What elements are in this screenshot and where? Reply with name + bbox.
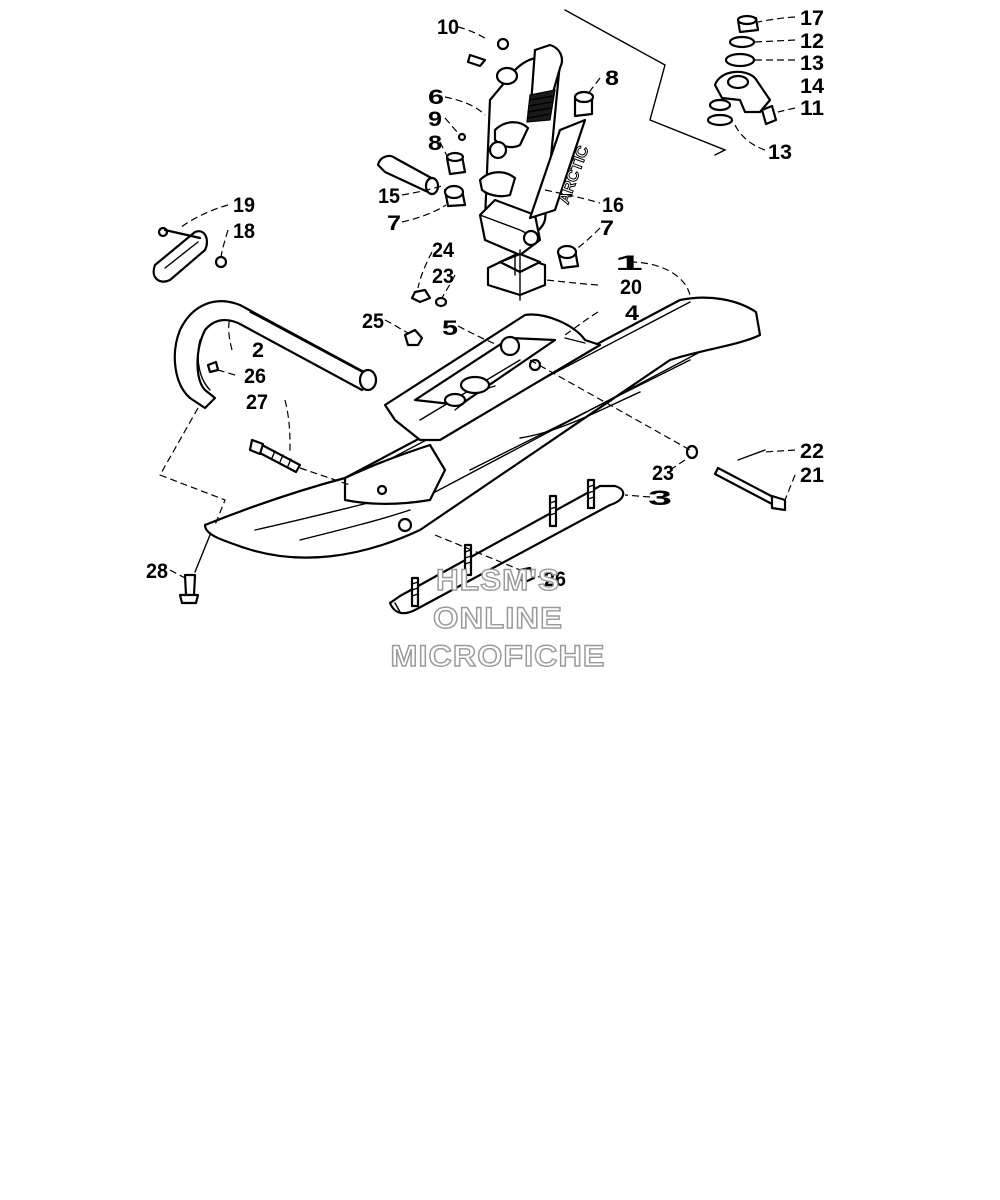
washer-13-lower <box>706 113 734 127</box>
ski-saddle <box>383 313 602 442</box>
assembly-lines <box>159 9 727 573</box>
callout-22: 22 <box>800 440 824 463</box>
callout-5: 5 <box>442 317 458 340</box>
callout-10: 10 <box>437 16 459 39</box>
callout-17: 17 <box>800 7 824 30</box>
bushing-8-upper <box>573 90 595 118</box>
callout-12: 12 <box>800 30 824 53</box>
watermark-line-2: ONLINE <box>433 602 563 635</box>
spindle <box>478 43 564 257</box>
callout-13-upper: 13 <box>800 52 824 75</box>
callout-7-left: 7 <box>387 212 401 235</box>
bracket <box>152 226 228 283</box>
callout-6: 6 <box>428 86 444 109</box>
nut-26-lower <box>516 566 536 584</box>
watermark-line-3: MICROFICHE <box>391 640 606 673</box>
callout-14: 14 <box>800 75 824 98</box>
callout-8-lower: 8 <box>428 132 442 155</box>
callout-27: 27 <box>246 391 268 414</box>
callout-25: 25 <box>362 310 384 333</box>
nut-25 <box>403 328 424 347</box>
bolt-27 <box>248 438 302 474</box>
bolt-21 <box>713 466 787 512</box>
callout-2: 2 <box>252 339 264 362</box>
bushing-7-right <box>556 244 580 270</box>
callout-15: 15 <box>378 185 400 208</box>
callout-21: 21 <box>800 464 824 487</box>
washer-23-lower <box>685 444 699 460</box>
callout-1: 1 <box>615 252 644 275</box>
steering-arm-14 <box>713 70 772 114</box>
stopper-block-20 <box>486 252 547 297</box>
grease-fitting-9 <box>457 132 467 142</box>
callout-26-lower: 26 <box>544 568 566 591</box>
callout-23-lower: 23 <box>652 462 674 485</box>
callout-numbers: 1 2 3 4 5 6 7 7 8 8 9 10 11 12 13 13 14 … <box>146 7 824 591</box>
callout-3: 3 <box>648 487 672 510</box>
ski-loop <box>173 300 378 410</box>
bolt-11 <box>760 104 778 126</box>
nut-24 <box>410 288 432 304</box>
callout-19: 19 <box>233 194 255 217</box>
wear-bar <box>388 478 625 615</box>
ski-body <box>203 296 762 559</box>
callout-7-right: 7 <box>600 217 614 240</box>
callout-4: 4 <box>625 302 639 325</box>
callout-20: 20 <box>620 276 642 299</box>
bolt-28 <box>178 573 200 605</box>
callout-9: 9 <box>428 108 442 131</box>
watermark: HLSM'S ONLINE MICROFICHE <box>390 563 606 673</box>
callout-13-lower: 13 <box>768 141 792 164</box>
washer-23-upper <box>434 296 448 308</box>
washer-13-mid <box>708 98 732 112</box>
callout-28: 28 <box>146 560 168 583</box>
washer-12 <box>728 35 756 49</box>
callout-26-upper: 26 <box>244 365 266 388</box>
washer-13-upper <box>724 52 756 68</box>
callout-16: 16 <box>602 194 624 217</box>
leader-lines <box>169 16 796 579</box>
watermark-line-1: HLSM'S <box>436 564 560 597</box>
callout-8-upper: 8 <box>605 67 619 90</box>
nut-26-upper <box>206 360 220 374</box>
cotter-pin-22 <box>737 449 766 461</box>
callout-11: 11 <box>800 97 824 120</box>
hardware-10 <box>466 37 510 68</box>
callout-18: 18 <box>233 220 255 243</box>
callout-24: 24 <box>432 239 454 262</box>
cap-17 <box>736 14 760 34</box>
callout-23-upper: 23 <box>432 265 454 288</box>
bushing-8-lower <box>445 151 467 176</box>
bushing-7-left <box>443 184 467 208</box>
